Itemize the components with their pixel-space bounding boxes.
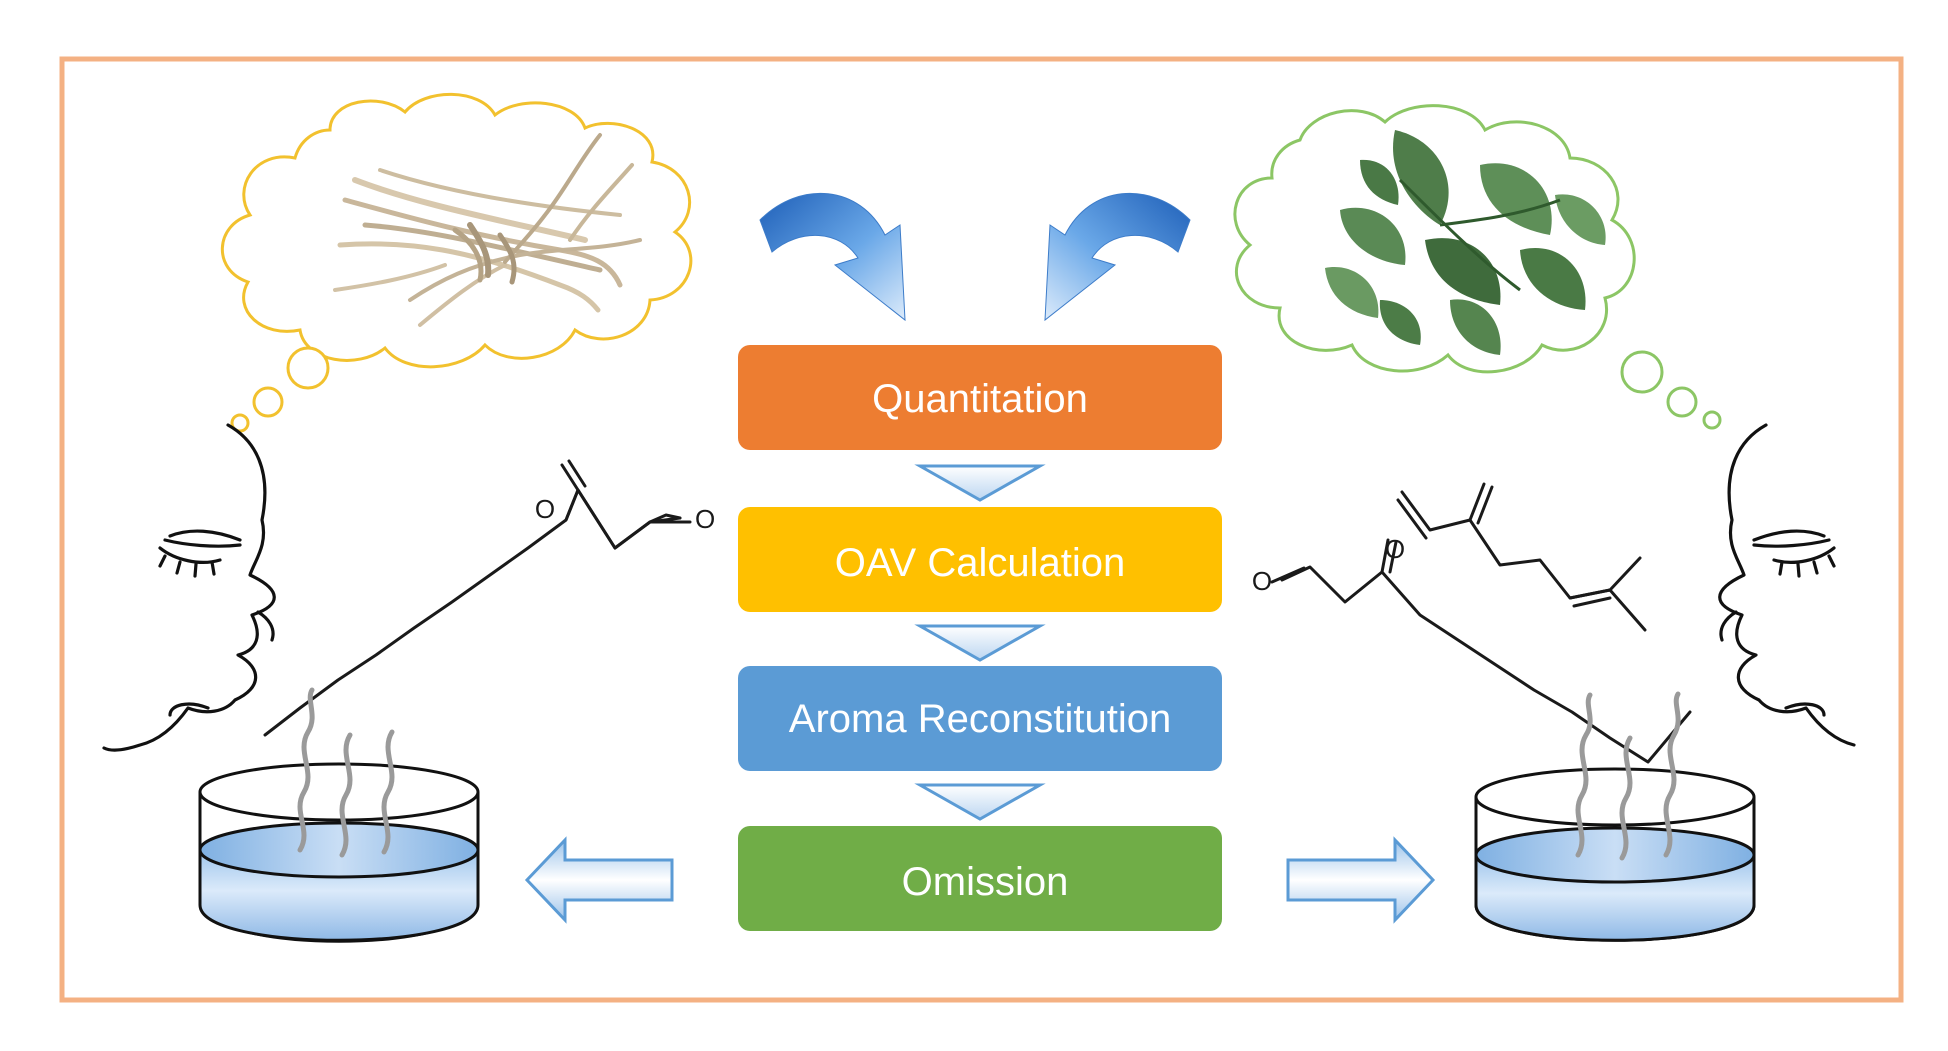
left-aldehyde-oxygen: O [695,504,715,534]
right-ketone-oxygen: O [1385,534,1405,564]
arrow-to-left-beaker [524,836,674,924]
connector-triangle-2 [914,624,1046,662]
curved-arrow-left [759,192,906,322]
right-steam [1575,691,1681,861]
left-smelling-face [102,423,276,752]
left-molecule-structure: O O [263,459,715,737]
step-quantitation: Quantitation [738,345,1222,450]
dried-roots-icon [333,133,642,327]
step-omission-label: Omission [902,860,1069,904]
right-molecule-structure: O O [1252,534,1692,764]
right-beaker [1474,767,1756,942]
step-omission: Omission [738,826,1222,931]
right-smelling-face [1718,423,1856,747]
left-ketone-oxygen: O [535,494,555,524]
green-leaves-icon [1325,130,1606,355]
step-aroma-reconstitution-label: Aroma Reconstitution [789,697,1171,741]
arrow-to-right-beaker [1286,836,1436,924]
connector-triangle-3 [914,783,1046,821]
connector-triangle-1 [914,464,1046,502]
step-oav-calculation: OAV Calculation [738,507,1222,612]
right-terpene-structure [1396,482,1647,632]
left-beaker [198,762,480,943]
left-steam [297,687,395,858]
step-oav-calculation-label: OAV Calculation [835,541,1126,585]
curved-arrow-right [1044,192,1191,322]
step-quantitation-label: Quantitation [872,377,1088,421]
right-aldehyde-oxygen: O [1252,566,1272,596]
step-aroma-reconstitution: Aroma Reconstitution [738,666,1222,771]
